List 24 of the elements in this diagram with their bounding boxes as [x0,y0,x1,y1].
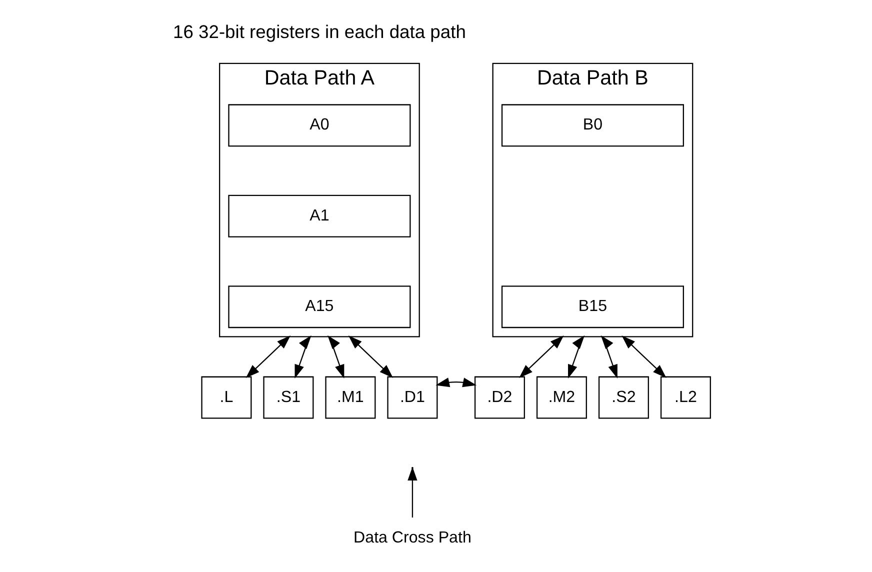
node-box: .D2 [474,376,525,419]
node-box: .M2 [536,376,587,419]
node-box: .M1 [325,376,376,419]
node-box: .L2 [660,376,711,419]
arrow [436,378,477,388]
arrow [348,335,394,378]
arrow [600,335,618,378]
node-text: Data Cross Path [354,528,472,547]
arrow [519,335,564,378]
node-box: .S1 [263,376,314,419]
node-box: .S2 [598,376,649,419]
arrow [568,335,585,378]
node-box: A1 [228,194,411,238]
node-box: A15 [228,286,411,328]
arrow [622,335,666,378]
arrow [246,335,291,378]
node-box: .L [201,376,252,419]
node-box: B0 [501,104,684,147]
arrow [328,335,344,378]
label: 16 32-bit registers in each data path [173,20,466,42]
node-box: B15 [501,286,684,328]
arrow [294,335,312,378]
node-box: A0 [228,104,411,147]
node-box: .D1 [387,376,438,419]
